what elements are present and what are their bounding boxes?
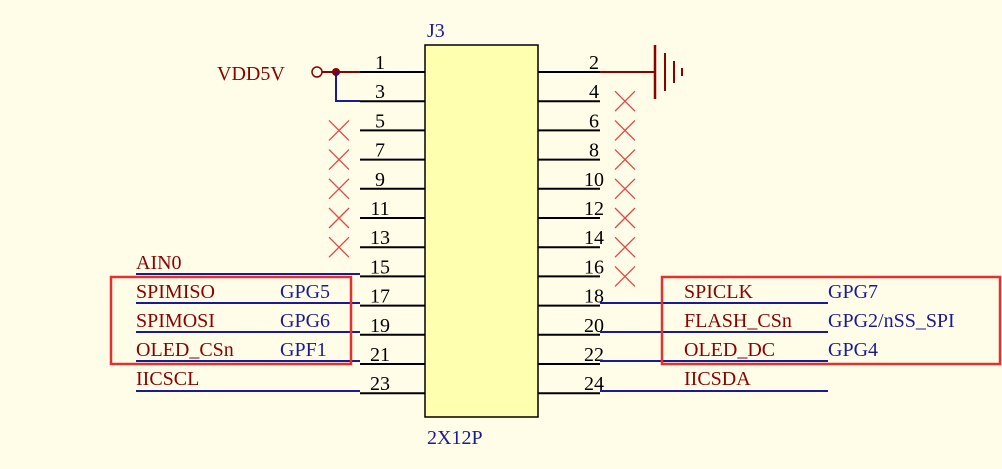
no-connect-icon-left-9: [328, 178, 350, 200]
net-label-flash-csn: FLASH_CSn: [684, 310, 792, 332]
pin-number-4: 4: [589, 81, 599, 103]
port-label-gpg4: GPG4: [828, 339, 878, 361]
connector-body[interactable]: [424, 44, 539, 418]
pin-number-2: 2: [589, 52, 599, 74]
no-connect-icon-right-10: [614, 178, 636, 200]
highlight-box-left: [109, 275, 353, 366]
net-label-spiclk: SPICLK: [684, 281, 753, 303]
ground-icon: [600, 45, 683, 99]
pin-number-17: 17: [370, 286, 390, 308]
pin-number-21: 21: [370, 344, 390, 366]
net-label-spimiso: SPIMISO: [136, 281, 215, 303]
pin-number-18: 18: [584, 286, 604, 308]
pin-number-12: 12: [584, 198, 604, 220]
pin-number-5: 5: [375, 110, 385, 132]
pin-number-13: 13: [370, 227, 390, 249]
pin-number-24: 24: [584, 373, 604, 395]
pin-number-9: 9: [375, 169, 385, 191]
no-connect-icon-left-7: [328, 149, 350, 171]
pin-number-7: 7: [375, 140, 385, 162]
pin3-jumper-wire: [335, 72, 360, 102]
connector-part-value: 2X12P: [427, 427, 483, 449]
pin-number-10: 10: [584, 169, 604, 191]
pin-number-6: 6: [589, 110, 599, 132]
no-connect-icon-right-16: [614, 265, 636, 287]
no-connect-icon-right-6: [614, 119, 636, 141]
port-label-gpg6: GPG6: [280, 310, 330, 332]
no-connect-icon-right-12: [614, 207, 636, 229]
pin-number-15: 15: [370, 256, 390, 278]
pin-number-11: 11: [370, 198, 389, 220]
no-connect-icon-right-14: [614, 236, 636, 258]
port-label-gpg7: GPG7: [828, 281, 878, 303]
port-label-gpg2: GPG2/nSS_SPI: [828, 310, 955, 332]
pin-number-20: 20: [584, 315, 604, 337]
net-label-ain0: AIN0: [136, 252, 182, 274]
port-label-gpg5: GPG5: [280, 281, 330, 303]
pin-number-16: 16: [584, 256, 604, 278]
port-label-gpf1: GPF1: [280, 339, 327, 361]
net-label-oled-csn: OLED_CSn: [136, 339, 234, 361]
pin-number-22: 22: [584, 344, 604, 366]
net-label-iicsda: IICSDA: [684, 368, 751, 390]
pin-number-23: 23: [370, 373, 390, 395]
pin-number-14: 14: [584, 227, 604, 249]
no-connect-group: [328, 90, 636, 287]
pin-number-8: 8: [589, 140, 599, 162]
pin-number-1: 1: [375, 52, 385, 74]
no-connect-icon-left-11: [328, 207, 350, 229]
no-connect-icon-left-5: [328, 119, 350, 141]
vdd5v-label: VDD5V: [217, 63, 285, 85]
no-connect-icon-right-8: [614, 149, 636, 171]
net-label-iicscl: IICSCL: [136, 368, 199, 390]
pin-number-19: 19: [370, 315, 390, 337]
connector-designator: J3: [427, 20, 445, 42]
vdd5v-port-icon[interactable]: [311, 66, 323, 78]
highlight-box-right: [660, 275, 1002, 366]
no-connect-icon-right-4: [614, 90, 636, 112]
net-label-spimosi: SPIMOSI: [136, 310, 215, 332]
pin-number-3: 3: [375, 81, 385, 103]
net-label-oled-dc: OLED_DC: [684, 339, 775, 361]
no-connect-icon-left-13: [328, 236, 350, 258]
